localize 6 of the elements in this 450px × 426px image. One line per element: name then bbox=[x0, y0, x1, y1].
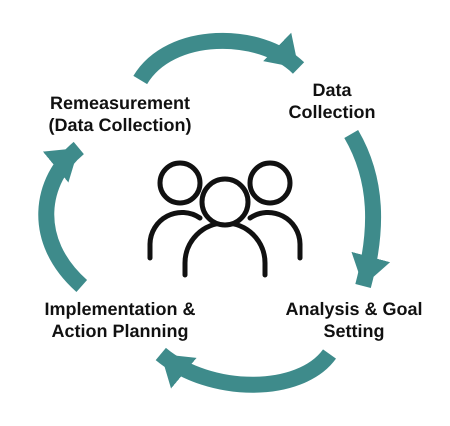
cycle-arrow bbox=[344, 130, 390, 288]
step-label: Analysis & Goal Setting bbox=[284, 298, 424, 342]
cycle-arrow bbox=[38, 142, 88, 292]
step-label: Data Collection bbox=[287, 79, 376, 123]
step-label: Implementation & Action Planning bbox=[43, 298, 196, 342]
step-label: Remeasurement (Data Collection) bbox=[47, 92, 192, 136]
